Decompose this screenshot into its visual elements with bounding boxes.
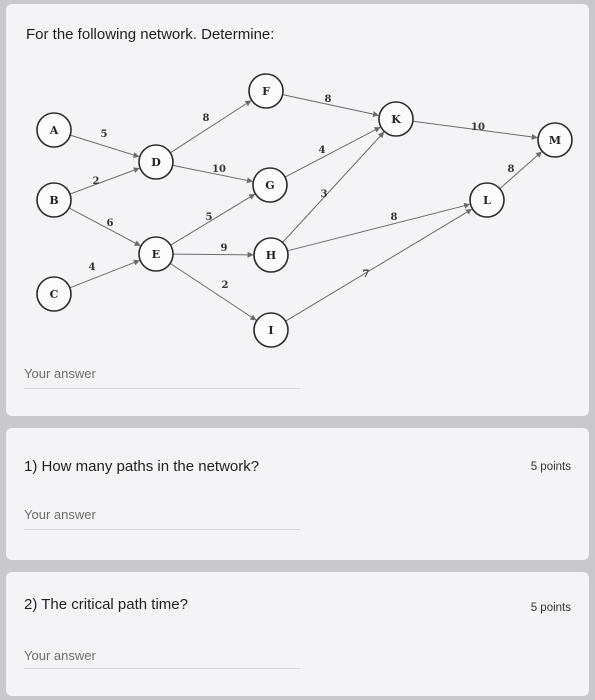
edge-weight-d-f: 8 — [203, 113, 210, 124]
question1-points: 5 points — [530, 461, 571, 473]
edge-weight-a-d: 5 — [101, 129, 108, 140]
network-diagram: 5 2 6 4 8 10 5 9 2 8 4 3 8 7 10 8 A B C D E F G H I K L M — [36, 73, 573, 348]
edge-weight-b-e: 6 — [107, 218, 114, 229]
question1-prompt: 1) How many paths in the network? — [24, 458, 260, 475]
edge-d-g — [172, 164, 253, 184]
node-a: A — [36, 112, 72, 148]
edge-weight-k-m: 10 — [471, 122, 485, 133]
edge-e-g — [170, 193, 256, 246]
edge-c-e — [69, 259, 140, 289]
node-b: B — [36, 182, 72, 218]
answer-input[interactable]: Your answer — [24, 366, 96, 381]
node-c: C — [36, 276, 72, 312]
node-label-d: D — [151, 156, 161, 169]
node-k: K — [378, 101, 414, 137]
node-label-a: A — [49, 124, 59, 137]
edge-weight-l-m: 8 — [508, 164, 515, 175]
edge-e-i — [169, 262, 257, 321]
edge-d-f — [170, 100, 252, 154]
question2-prompt: 2) The critical path time? — [24, 596, 188, 613]
node-label-k: K — [391, 113, 401, 126]
node-label-h: H — [266, 249, 276, 262]
network-question-card: For the following network. Determine: 5 2… — [6, 4, 589, 416]
edge-weight-c-e: 4 — [89, 262, 96, 273]
question2-card: 2) The critical path time? 5 points Your… — [6, 572, 589, 696]
edge-b-e — [68, 207, 141, 247]
edge-a-d — [70, 134, 140, 158]
question1-card: 1) How many paths in the network? 5 poin… — [6, 428, 589, 560]
edge-h-k — [282, 131, 385, 243]
edge-weight-h-l: 8 — [391, 212, 398, 223]
edge-weight-h-k: 3 — [321, 189, 328, 200]
edge-weight-g-k: 4 — [319, 145, 326, 156]
edge-l-m — [499, 151, 542, 190]
question2-answer-input[interactable]: Your answer — [24, 648, 96, 663]
edge-h-l — [287, 202, 471, 252]
edge-b-d — [69, 167, 140, 195]
edge-weight-e-g: 5 — [206, 212, 213, 223]
node-label-g: G — [265, 179, 274, 192]
node-g: G — [252, 167, 288, 203]
node-i: I — [253, 312, 289, 348]
question-prompt: For the following network. Determine: — [26, 26, 275, 43]
node-l: L — [469, 182, 505, 218]
edge-k-m — [412, 120, 538, 140]
node-e: E — [138, 236, 174, 272]
edge-weight-b-d: 2 — [93, 176, 100, 187]
edge-f-k — [282, 94, 379, 118]
node-m: M — [537, 122, 573, 158]
node-h: H — [253, 237, 289, 273]
node-d: D — [138, 144, 174, 180]
edge-weight-e-h: 9 — [221, 243, 228, 254]
node-label-l: L — [483, 194, 491, 207]
edge-g-k — [284, 126, 381, 178]
node-f: F — [248, 73, 284, 109]
edge-i-l — [285, 208, 473, 322]
node-label-i: I — [268, 324, 273, 337]
edge-weight-f-k: 8 — [325, 94, 332, 105]
edge-e-h — [172, 251, 254, 258]
node-label-b: B — [49, 194, 58, 207]
edge-weight-d-g: 10 — [212, 164, 226, 175]
edge-weight-e-i: 2 — [222, 280, 229, 291]
node-label-e: E — [152, 248, 160, 261]
answer-underline — [24, 388, 300, 389]
node-label-m: M — [549, 134, 561, 147]
question2-points: 5 points — [530, 602, 571, 614]
question1-answer-input[interactable]: Your answer — [24, 507, 96, 522]
node-label-f: F — [262, 85, 270, 98]
node-label-c: C — [50, 288, 59, 301]
question2-answer-underline — [24, 668, 300, 669]
question1-answer-underline — [24, 529, 300, 530]
edge-weight-i-l: 7 — [363, 269, 370, 280]
